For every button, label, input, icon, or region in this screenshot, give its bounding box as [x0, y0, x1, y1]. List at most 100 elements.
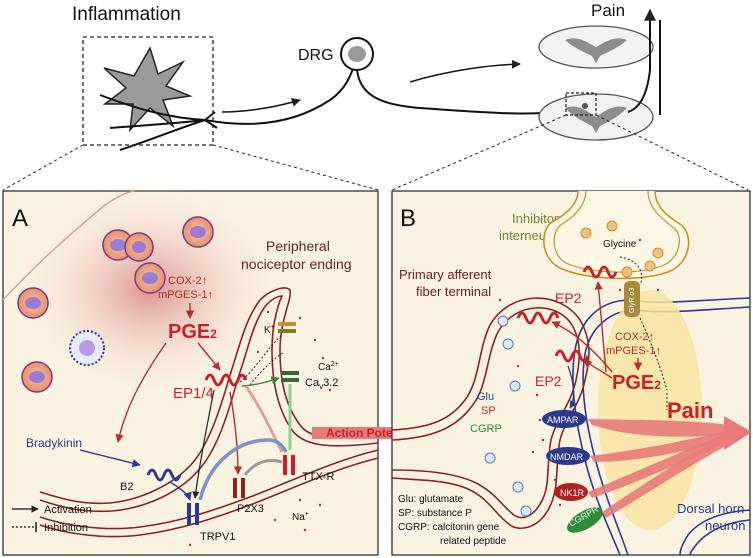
primary-label-1: Primary afferent [399, 267, 492, 282]
abbrev-2: SP: substance P [398, 508, 472, 519]
ep2-top-label: EP2 [555, 290, 582, 306]
top-overview: Inflammation DRG Pain [2, 1, 749, 191]
immune-cell-5-nucleus [79, 340, 95, 356]
panel-b: B Inhibitory interneuron Glycine GlyR α3… [391, 190, 752, 556]
peripheral-title-1: Peripheral [266, 238, 330, 254]
inflammation-label: Inflammation [72, 4, 181, 25]
ep14-receptor-icon [204, 373, 248, 387]
immune-cell-7-nucleus [132, 241, 146, 253]
ep14-inhibit-k2 [249, 351, 285, 386]
ascending-pathway [627, 8, 656, 113]
abbrev-1: Glu: glutamate [398, 494, 463, 505]
tissue-boundary [2, 190, 135, 301]
p2x3-channel-icon [233, 478, 245, 498]
interneuron-terminal-inner [553, 190, 680, 273]
ep2-to-ampar-arrow [567, 365, 578, 409]
glycine-release-line [619, 256, 643, 286]
afferent-membrane-outer [391, 297, 590, 529]
trpv1-label: TRPV1 [200, 531, 235, 543]
dorsal-neuron-membrane-lower [679, 509, 751, 556]
panel-a-letter: A [12, 205, 28, 232]
dorsal-label-1: Dorsal horn [677, 501, 744, 516]
zoom-line-a-left [2, 144, 84, 191]
ttxr-label: TTX-R [302, 471, 334, 483]
pain-label-top: Pain [591, 1, 625, 20]
dorsal-horn-zoom-box [565, 92, 597, 116]
central-arrow [409, 59, 521, 83]
glyr-label: GlyR α3 [629, 287, 636, 313]
p2x3-label: P2X3 [237, 503, 264, 515]
pge2-label-a: PGE2 [168, 321, 217, 343]
ep14-inhibit-k [239, 334, 283, 383]
ep14-to-ttxr-arrow [244, 385, 284, 453]
ep14-to-p2x3-arrow [229, 391, 243, 475]
drg-label: DRG [298, 47, 334, 64]
ampar-label: AMPAR [547, 415, 579, 425]
immune-cell-2-nucleus [142, 272, 158, 284]
drg-nucleus-icon [348, 46, 366, 62]
legend-inhibition: Inhibition [44, 522, 88, 534]
mpges1-label-a: mPGES-1↑ [158, 289, 213, 301]
ttxr-channel-icon [283, 455, 295, 475]
pain-arrowhead [724, 416, 752, 450]
afferent-vesicles [484, 315, 532, 517]
pge2-to-ep14-arrow [197, 342, 221, 371]
immune-cell-6-nucleus [29, 371, 45, 383]
immune-cell-4-nucleus [25, 297, 41, 309]
zoom-line-b-left [391, 114, 567, 191]
pge2-to-ep2-interneuron [594, 281, 607, 373]
immune-cell-1-nucleus [110, 239, 126, 251]
dorsal-label-2: neuron [705, 518, 745, 533]
ep14-to-trpv1-arrow [192, 389, 215, 499]
glyr-inhibit-line [639, 317, 668, 391]
abbrev-4: related peptide [440, 536, 507, 547]
bradykinin-arrow [79, 449, 141, 468]
nociceptor-membrane-inner [39, 295, 379, 530]
nmdar-receptor: NMDAR [546, 447, 590, 465]
zoom-line-b-right [595, 114, 749, 191]
primary-label-2: fiber terminal [416, 284, 491, 299]
ep14-label: EP1/4 [173, 385, 214, 402]
k-channel-icon [278, 322, 296, 333]
inflammation-star-icon [102, 46, 193, 133]
legend: Activation Inhibition [12, 504, 92, 534]
trpv1-channel-icon [187, 503, 199, 525]
mpges1-label-b: mPGES-1↑ [606, 345, 661, 357]
ep2-receptor-top-icon [516, 311, 560, 325]
trpv1-ttxr-blue-loop [198, 438, 288, 501]
pge2-to-ep2-mid [583, 359, 613, 379]
ion-dots-a [188, 310, 332, 547]
synaptic-dots [498, 238, 660, 507]
ep2-receptor-interneuron-icon [582, 265, 618, 279]
ca-label: Ca2+ [318, 361, 339, 373]
ampar-receptor: AMPAR [542, 410, 586, 428]
bradykinin-label: Bradykinin [26, 436, 82, 450]
panel-a: A Peripheral nociceptor ending COX-2↑ mP… [2, 180, 379, 556]
ep2-mid-label: EP2 [535, 373, 562, 389]
nk1r-label: NK1R [560, 488, 585, 498]
pge2-label-b: PGE2 [612, 372, 661, 394]
peripheral-title-2: nociceptor ending [241, 256, 352, 272]
na-label: Na+ [292, 511, 309, 523]
pain-label-b: Pain [667, 398, 713, 423]
glyr-receptor-icon [624, 281, 640, 317]
afferent-membrane-inner [391, 307, 581, 519]
gray-matter-upper [565, 38, 627, 63]
gray-matter-lower [565, 106, 627, 133]
cox2-label-a: COX-2↑ [168, 275, 207, 287]
panel-b-letter: B [400, 205, 416, 232]
inflammation-zoom-box [82, 36, 214, 146]
pge2-to-b2-arrow [115, 342, 167, 443]
k-label: K+ [264, 324, 275, 336]
glu-label: Glu [477, 391, 494, 403]
b2-label: B2 [120, 481, 133, 493]
b2-receptor-icon [146, 468, 182, 482]
abbrev-3: CGRP: calcitonin gene [398, 522, 500, 533]
immune-cells [17, 216, 214, 393]
pain-fan [588, 416, 752, 518]
nmdar-label: NMDAR [550, 452, 583, 462]
ep14-to-cav-arrow [241, 376, 280, 387]
cox2-label-b: COX-2↑ [615, 331, 654, 343]
axon-to-drg [204, 57, 357, 125]
